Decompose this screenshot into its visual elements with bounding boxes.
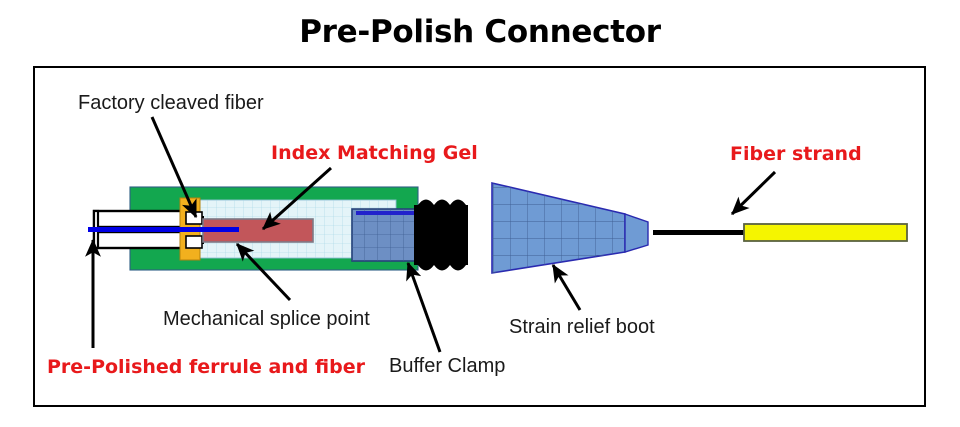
label-strain-relief-boot: Strain relief boot: [509, 316, 655, 338]
strain-relief-boot: [491, 181, 649, 274]
ribbed-boot: [414, 199, 468, 271]
leader-factory-cleaved-fiber: [150, 116, 198, 219]
leader-strain-relief-boot: [551, 263, 582, 311]
label-factory-cleaved-fiber: Factory cleaved fiber: [78, 92, 264, 114]
label-fiber-strand: Fiber strand: [730, 143, 862, 165]
label-index-matching-gel: Index Matching Gel: [271, 142, 478, 164]
fiber-strand: [653, 223, 908, 242]
buffer-clamp: [351, 208, 419, 262]
label-mechanical-splice-point: Mechanical splice point: [163, 308, 370, 330]
leader-fiber-strand: [730, 170, 777, 216]
label-pre-polished-ferrule: Pre-Polished ferrule and fiber: [47, 356, 365, 378]
page-title: Pre-Polish Connector: [299, 14, 661, 50]
label-buffer-clamp: Buffer Clamp: [389, 355, 506, 377]
factory-cleaved-fiber: [88, 227, 239, 232]
leader-buffer-clamp: [406, 261, 442, 353]
leader-index-matching-gel: [261, 166, 333, 231]
leader-mechanical-splice-point: [235, 242, 292, 302]
